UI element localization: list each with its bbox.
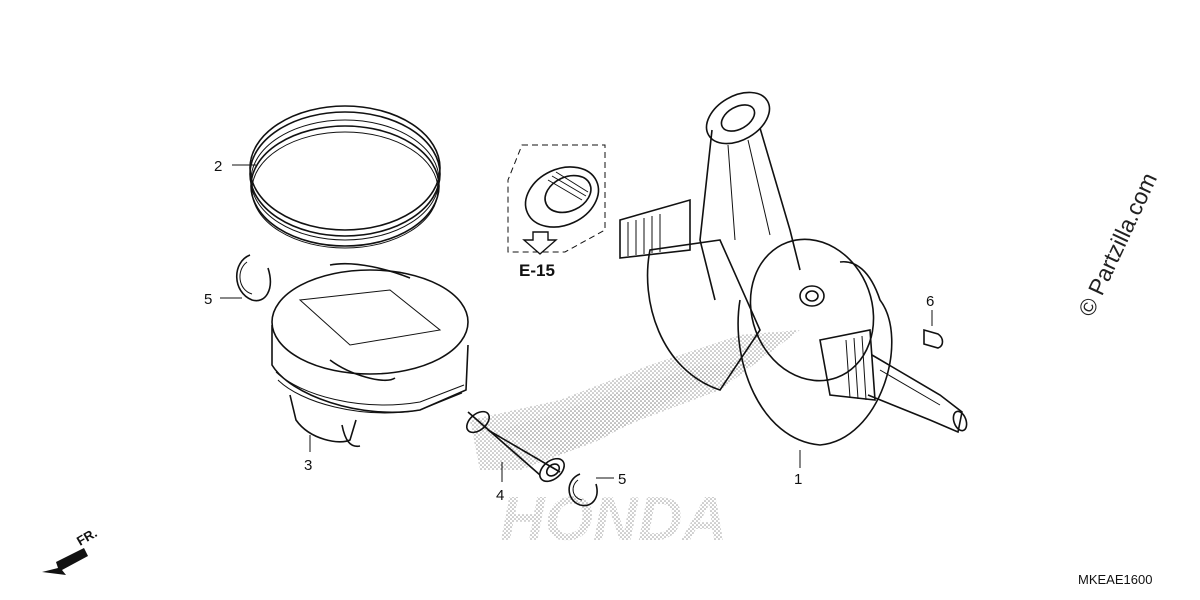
callout-5-left: 5 (204, 291, 212, 308)
callout-2: 2 (214, 158, 222, 175)
callout-6: 6 (926, 293, 934, 310)
honda-brand-text: HONDA (500, 485, 727, 554)
partzilla-watermark: © Partzilla.com (1073, 169, 1162, 320)
piston[interactable] (271, 262, 469, 448)
piston-pin[interactable] (463, 408, 569, 486)
callout-1: 1 (794, 471, 802, 488)
piston-pin-clip-right[interactable] (568, 473, 598, 507)
e15-reference-group[interactable]: E-15 (507, 144, 608, 280)
bearing-icon (524, 166, 600, 228)
piston-pin-clip-left[interactable] (236, 254, 272, 302)
honda-wing-watermark: HONDA (470, 330, 800, 554)
front-direction-indicator: FR. (42, 525, 100, 575)
woodruff-key[interactable] (923, 328, 944, 349)
arrow-down-icon (522, 231, 558, 255)
callout-4: 4 (496, 487, 504, 504)
piston-ring-set[interactable] (249, 105, 441, 249)
crankshaft[interactable] (619, 82, 969, 446)
diagram-code: MKEAE1600 (1078, 572, 1152, 587)
front-label: FR. (74, 525, 100, 548)
reference-label[interactable]: E-15 (519, 261, 555, 280)
callout-3: 3 (304, 457, 312, 474)
arrow-front-icon (42, 548, 88, 575)
callout-5-right: 5 (618, 471, 626, 488)
reference-dashed-frame (507, 144, 606, 253)
